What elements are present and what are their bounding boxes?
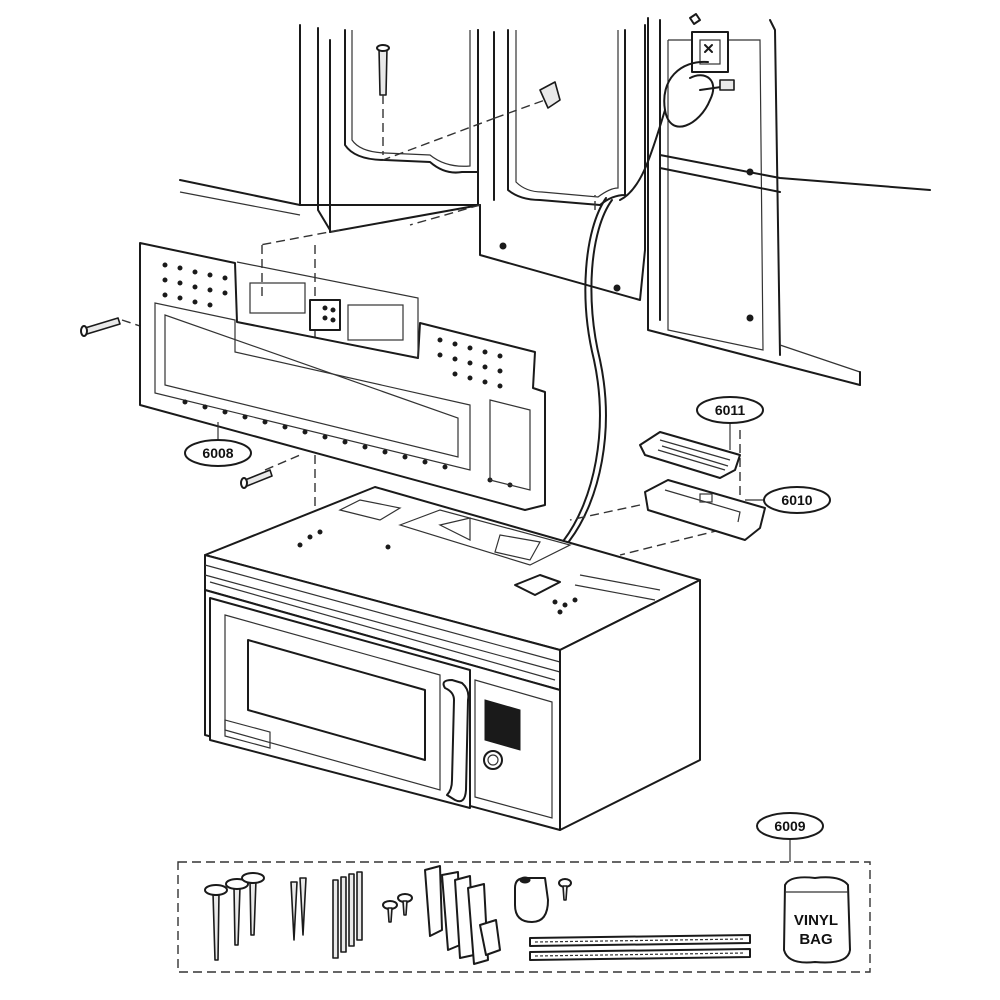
callout-label-6008: 6008 [202, 445, 233, 461]
callout-label-6010: 6010 [781, 492, 812, 508]
vinyl-bag: VINYL BAG [783, 876, 851, 964]
callout-6010: 6010 [745, 486, 831, 514]
callout-label-6011: 6011 [715, 402, 746, 418]
vinyl-bag-label-line2: BAG [799, 931, 832, 948]
toggle-wings [424, 865, 501, 965]
callout-6009: 6009 [756, 812, 824, 840]
wood-screws [290, 877, 307, 941]
callout-label-6009: 6009 [774, 818, 805, 834]
hex-head-bolts [204, 872, 265, 961]
machine-bolts [332, 871, 363, 959]
mounting-screw-left [80, 317, 121, 337]
cord-clamp [514, 876, 549, 923]
mounting-plate [139, 242, 546, 511]
hardware-kit-border [177, 838, 871, 973]
clamp-screw [558, 878, 572, 901]
microwave-oven [204, 486, 701, 831]
wall-outlet [689, 13, 729, 73]
cabinet-bolt [376, 44, 390, 96]
damper-cover [639, 431, 741, 479]
damper-base [644, 479, 766, 541]
small-screws [382, 893, 413, 923]
upper-cabinets [179, 17, 931, 386]
toggle-bolt [539, 81, 561, 109]
mounting-screw-lower [240, 469, 273, 489]
callout-6011: 6011 [696, 396, 764, 450]
callout-6008: 6008 [184, 422, 252, 467]
filler-strips [529, 934, 751, 961]
vinyl-bag-label-line1: VINYL [794, 912, 838, 929]
